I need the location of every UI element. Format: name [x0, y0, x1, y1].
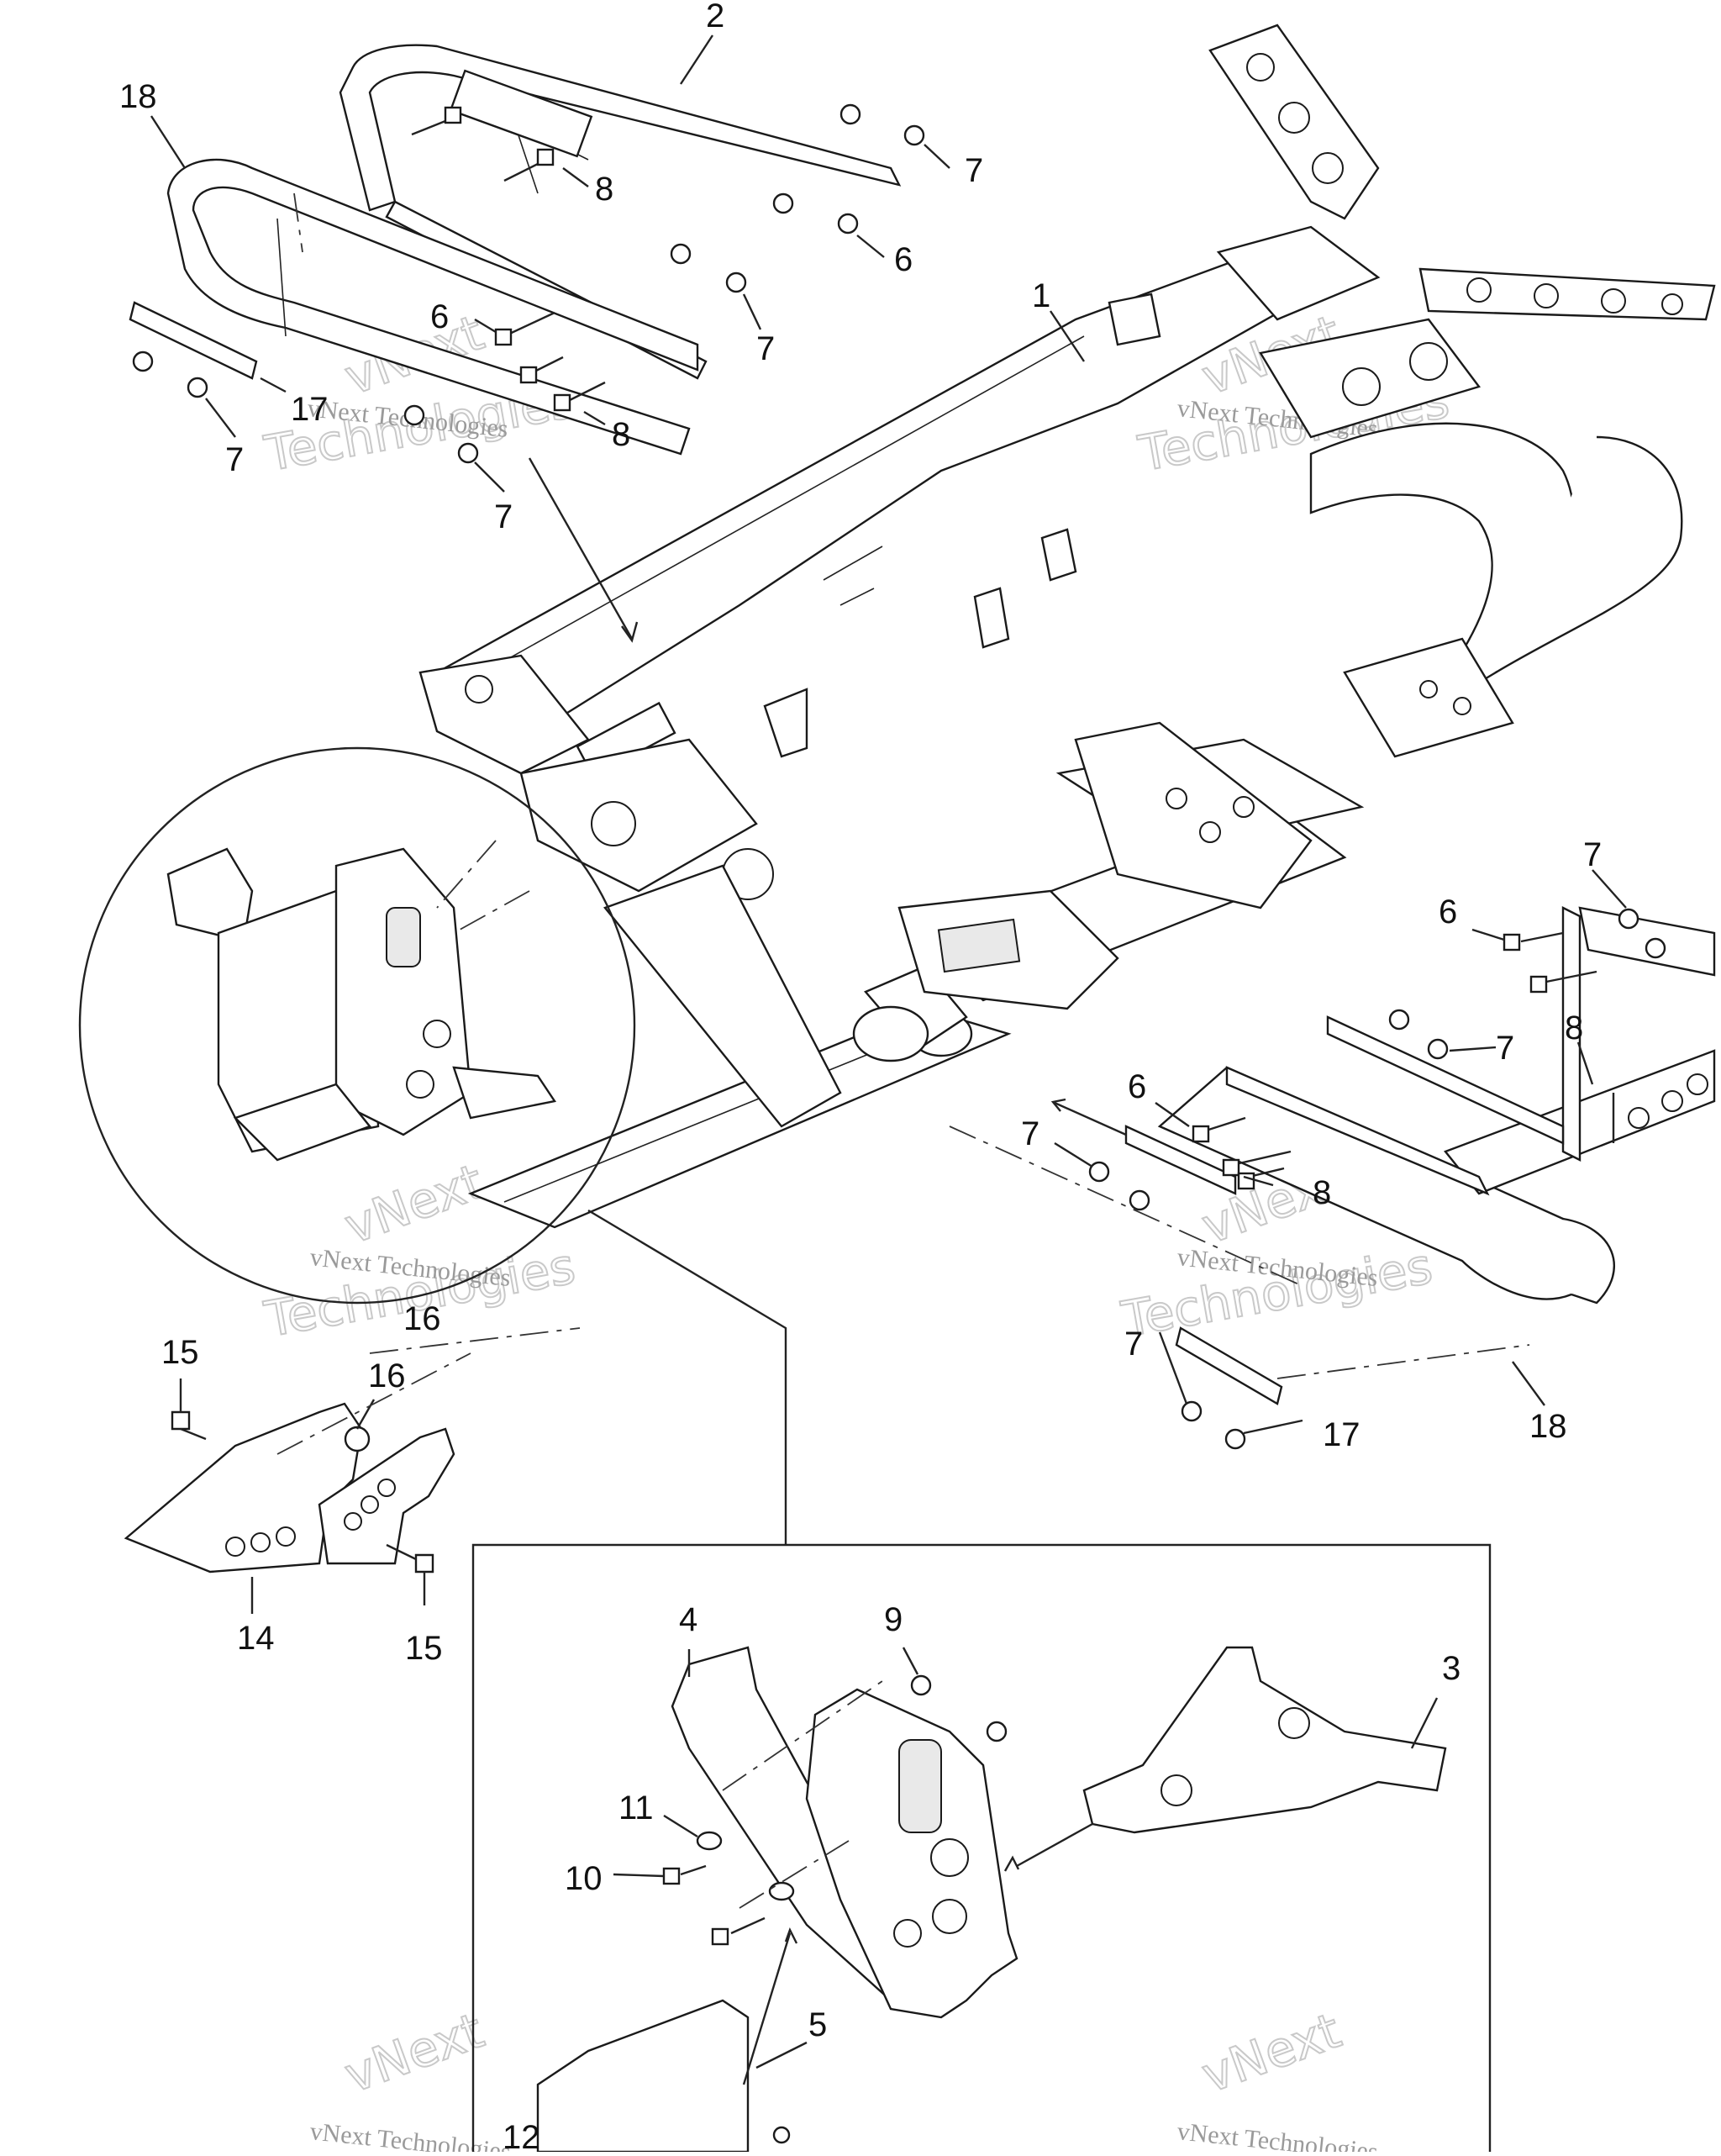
nut-7	[670, 243, 692, 265]
watermark-text: vNext Technologies	[308, 2117, 512, 2152]
watermark-vnext: vNext	[1195, 2001, 1348, 2104]
callout-3: 3	[1442, 1650, 1460, 1687]
nut-7	[1645, 937, 1666, 959]
plate-main	[805, 1688, 1018, 2019]
callout-7: 7	[965, 152, 983, 189]
main-frame-part-1	[418, 24, 1716, 1229]
callout-16: 16	[368, 1357, 406, 1394]
callout-7: 7	[756, 330, 775, 367]
callout-18: 18	[1529, 1408, 1567, 1445]
callout-6: 6	[1128, 1068, 1146, 1105]
callout-1: 1	[1032, 277, 1050, 314]
callout-2: 2	[706, 0, 724, 34]
callout-15: 15	[405, 1630, 443, 1667]
callout-10: 10	[565, 1860, 603, 1897]
washer-11	[768, 1881, 795, 1901]
callout-17: 17	[1323, 1416, 1360, 1453]
callout-4: 4	[679, 1601, 697, 1638]
nut-9	[910, 1674, 932, 1696]
callout-7: 7	[1496, 1030, 1514, 1067]
callout-11: 11	[618, 1790, 654, 1827]
bolt-part-15-lower	[386, 1543, 434, 1574]
rear-rack-part-18-left	[166, 158, 699, 456]
callout-9: 9	[884, 1601, 903, 1638]
watermark-vnext: vNext	[338, 1152, 491, 1255]
leader-lines	[150, 34, 1627, 2085]
callout-5: 5	[808, 2006, 827, 2043]
watermark-text: vNext Technologies	[1176, 2117, 1379, 2152]
callout-18: 18	[119, 78, 157, 115]
callout-7: 7	[225, 441, 244, 478]
nut-7	[1181, 1400, 1203, 1422]
callout-8: 8	[595, 171, 613, 208]
bolt-part-15-upper	[171, 1410, 207, 1441]
detail-circle	[78, 746, 636, 1305]
shield-part-5	[536, 1999, 750, 2153]
nut-7	[1618, 908, 1639, 930]
nut-7	[772, 192, 794, 214]
callout-7: 7	[1124, 1326, 1143, 1363]
bolt-10	[711, 1927, 729, 1946]
nut-7	[1129, 1189, 1150, 1211]
callout-8: 8	[612, 416, 630, 453]
nut-6	[837, 213, 859, 235]
fastener-group-top	[132, 103, 925, 464]
nut-7	[403, 404, 425, 426]
nut-7	[1427, 1038, 1449, 1060]
fastener-group-right	[1088, 908, 1666, 1450]
callout-6: 6	[894, 241, 913, 278]
nut-7	[132, 351, 154, 372]
bracket-assy-part-14	[124, 1402, 455, 1574]
callout-6: 6	[430, 298, 449, 335]
callout-14: 14	[237, 1620, 275, 1657]
nut-7	[187, 377, 208, 398]
callout-8: 8	[1565, 1009, 1583, 1046]
nut-7	[725, 271, 747, 293]
callout-15: 15	[161, 1334, 199, 1371]
callout-12: 12	[503, 2119, 540, 2152]
nut-7	[1224, 1428, 1246, 1450]
nut-part-16	[344, 1426, 371, 1452]
nut-7	[903, 124, 925, 146]
callout-labels: 2 18 7 8 6 6 7 1 8 17 7 7 7 6 7 8 6 7 8 …	[119, 0, 1602, 2156]
callout-17: 17	[291, 391, 329, 428]
washer-11	[696, 1831, 723, 1851]
bolt-10	[662, 1867, 681, 1885]
nut-7	[457, 442, 479, 464]
callout-8: 8	[1313, 1174, 1331, 1211]
nut-7	[839, 103, 861, 125]
callout-16: 16	[403, 1300, 441, 1337]
plate-part-3	[1082, 1646, 1447, 1834]
inset-detail-box	[471, 1543, 1492, 2153]
bracket-part-17-left	[129, 301, 258, 380]
bracket-part-17-right	[1175, 1326, 1283, 1405]
rear-rack-part-18-right	[1157, 906, 1716, 1305]
mount-part-17-rails	[1124, 1015, 1565, 1196]
nut-7	[1388, 1009, 1410, 1031]
nut-9	[986, 1721, 1008, 1742]
nut-7	[1088, 1161, 1110, 1183]
watermark-vnext: vNext	[338, 2001, 491, 2104]
callout-7: 7	[1021, 1115, 1039, 1152]
callout-7: 7	[1583, 836, 1602, 873]
callout-6: 6	[1439, 894, 1457, 930]
callout-7: 7	[494, 498, 513, 535]
